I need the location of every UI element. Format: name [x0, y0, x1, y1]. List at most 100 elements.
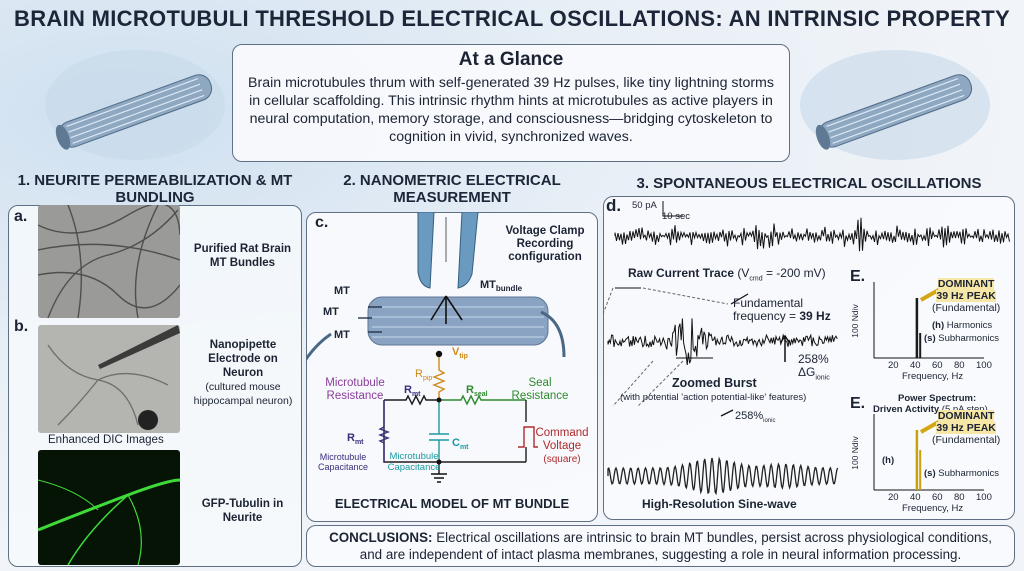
tick-text: 40 [910, 492, 921, 503]
delta-g-text: ΔG [798, 365, 815, 379]
spectrum-tick-label: 60 [932, 360, 943, 371]
mt-label-2: MT [323, 306, 339, 318]
tick-text: 20 [888, 492, 899, 503]
spectrum-tick-label: 20 [888, 360, 899, 371]
conclusions-text: Electrical oscillations are intrinsic to… [360, 530, 992, 562]
spectrum-tick-label: 60 [932, 492, 943, 503]
subharmonics-label: (s) Subharmonics [924, 333, 999, 344]
raw-trace-title: Raw Current Trace [628, 266, 734, 280]
rpip-sub: pip [423, 375, 432, 382]
spectrum-ylabel: 100 Ndiv [850, 436, 860, 470]
spectrum2-title: Power Spectrum: [898, 393, 976, 404]
rpip-text: R [415, 368, 423, 380]
caption-nanopipette-sub: (cultured mouse hippocampal neuron) [194, 381, 293, 407]
fundamental-value: 39 Hz [799, 309, 830, 323]
sine-pct-label: 258%ionic [735, 410, 775, 424]
power-spectrum-spontaneous: 20406080100Frequency, Hz100 NdivDOMINANT… [852, 278, 1017, 386]
caption-mt-bundles: Purified Rat Brain MT Bundles [190, 242, 295, 270]
spectrum-tick-label: 40 [910, 360, 921, 371]
tick-text: 80 [954, 492, 965, 503]
glance-text: Brain microtubules thrum with self-gener… [243, 74, 779, 146]
panel-b-label: b. [14, 318, 28, 336]
mt-resistance-label: Microtubule Resistance [320, 377, 390, 403]
zoomed-burst-sub: (with potential 'action potential-like' … [620, 392, 806, 403]
rmt-text: R [404, 384, 412, 396]
fundamental-note: (Fundamental) [932, 302, 1000, 314]
gfp-tubulin-image [38, 450, 180, 565]
mt-label-3: MT [334, 329, 350, 341]
caption-gfp: GFP-Tubulin in Neurite [190, 497, 295, 525]
tick-text: 60 [932, 360, 943, 371]
rseal-sub: seal [474, 391, 488, 398]
mt-bundle-text: MT [480, 279, 496, 291]
sine-wave-label: High-Resolution Sine-wave [642, 497, 797, 511]
nanopipette-dic-image [38, 325, 180, 433]
spectrum-tick-label: 100 [976, 360, 992, 371]
sine-wave-trace [608, 458, 838, 493]
raw-trace-cond: (V [737, 266, 749, 280]
glance-heading: At a Glance [243, 49, 779, 71]
rseal-text: R [466, 384, 474, 396]
page-title: BRAIN MICROTUBULI THRESHOLD ELECTRICAL O… [0, 6, 1024, 32]
spectrum-ylabel: 100 Ndiv [850, 304, 860, 338]
dominant-text: DOMINANT [938, 410, 995, 422]
microtubule-illustration-left [40, 40, 230, 170]
dic-label: Enhanced DIC Images [48, 434, 164, 446]
mt-bundles-micrograph [38, 205, 180, 318]
s-text: (s) [924, 468, 936, 479]
subharmonics-label: (s) Subharmonics [924, 468, 999, 479]
zoomed-burst-label: Zoomed Burst [672, 376, 757, 390]
raw-trace-label: Raw Current Trace (Vcmd = -200 mV) [628, 266, 826, 282]
electrical-model-footer: ELECTRICAL MODEL OF MT BUNDLE [306, 496, 598, 511]
delta-pct: 258% [798, 352, 829, 366]
xlabel-text: Frequency, Hz [902, 371, 963, 382]
at-a-glance-box: At a Glance Brain microtubules thrum wit… [232, 44, 790, 162]
rseal-label: Rseal [466, 384, 488, 398]
fundamental-note: (Fundamental) [932, 434, 1000, 446]
cmt-sub: mt [460, 444, 469, 451]
spectrum-tick-label: 100 [976, 492, 992, 503]
panel-a-label: a. [14, 208, 27, 226]
spectrum-xlabel: Frequency, Hz [902, 371, 963, 382]
s-text: (s) [924, 333, 936, 344]
rmt-label-left: Rmt [347, 432, 364, 446]
tick-text: 60 [932, 492, 943, 503]
rmt-label-top: Rmt [404, 384, 421, 398]
section2-heading: 2. NANOMETRIC ELECTRICAL MEASUREMENT [306, 172, 598, 206]
conclusions-label: CONCLUSIONS: [329, 530, 432, 545]
voltage-clamp-label: Voltage Clamp Recording configuration [500, 225, 590, 264]
command-voltage-text: Command Voltage [535, 427, 588, 452]
mt-bundle-sub: bundle [496, 284, 522, 293]
sine-pct: 258% [735, 410, 763, 422]
spectrum-tick-label: 40 [910, 492, 921, 503]
h-desc: Harmonics [944, 320, 992, 331]
harmonics-label: (h) Harmonics [932, 320, 992, 331]
rmt-left-text: R [347, 432, 355, 444]
rmt-sub: mt [412, 391, 421, 398]
ylabel-text: 100 Ndiv [850, 304, 860, 338]
mt-bundle-label: MTbundle [480, 279, 522, 293]
rpip-label: Rpip [415, 368, 432, 382]
mt-capacitance-left-label: Microtubule Capacitance [312, 452, 374, 472]
section3-heading: 3. SPONTANEOUS ELECTRICAL OSCILLATIONS [603, 175, 1015, 192]
h-text: (h) [882, 455, 894, 466]
ylabel-text: 100 Ndiv [850, 436, 860, 470]
command-voltage-sub: (square) [543, 454, 580, 465]
tick-text: 100 [976, 492, 992, 503]
tick-text: 100 [976, 360, 992, 371]
raw-current-trace [615, 218, 1010, 251]
spectrum-tick-label: 80 [954, 492, 965, 503]
vtip-sub: tip [459, 353, 468, 360]
caption-nanopipette: Nanopipette Electrode on Neuron(cultured… [188, 338, 298, 408]
raw-trace-sub: cmd [749, 275, 762, 282]
mt-label-1: MT [334, 285, 350, 297]
s-desc: Subharmonics [936, 468, 999, 479]
peak-freq-text: 39 Hz PEAK [936, 422, 996, 434]
cmt-text: C [452, 437, 460, 449]
vtip-label: Vtip [452, 346, 468, 360]
harmonics-label: (h) [882, 455, 894, 466]
peak-freq-text: 39 Hz PEAK [936, 290, 996, 302]
sine-pct-sub: ionic [763, 418, 775, 424]
dominant-peak-label: DOMINANT39 Hz PEAK(Fundamental) [932, 410, 1000, 446]
fundamental-label: Fundamental frequency = 39 Hz [733, 297, 841, 323]
